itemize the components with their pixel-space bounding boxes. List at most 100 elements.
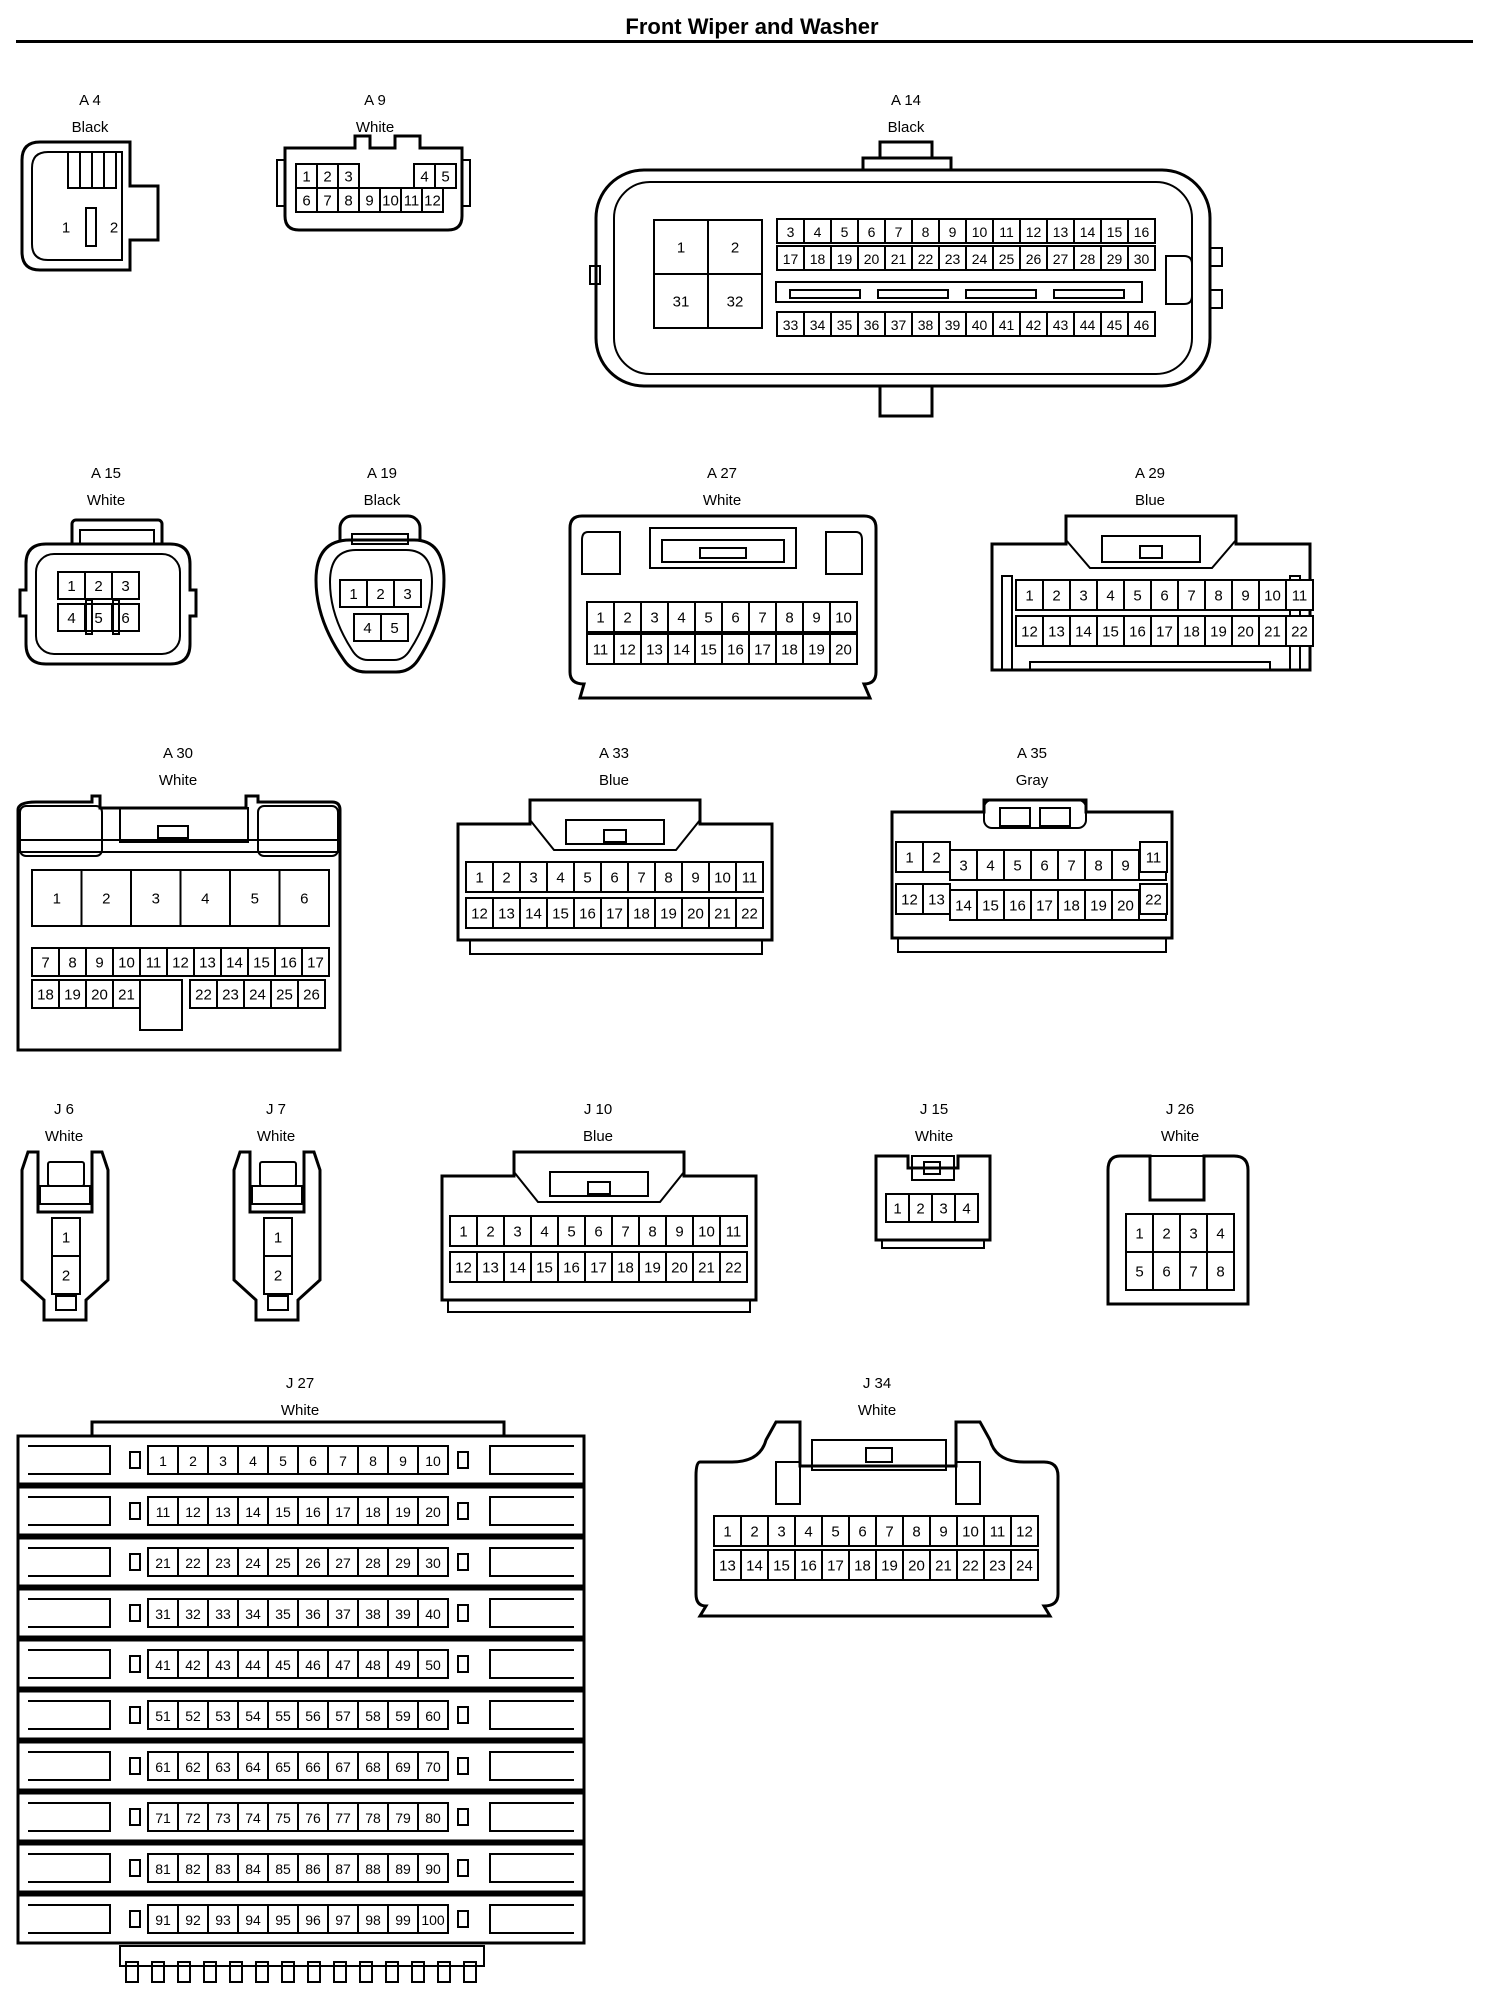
pin-cell: 10	[708, 861, 737, 893]
pin-label: 90	[425, 1861, 441, 1877]
pin-cell: 24	[965, 245, 994, 271]
pin-label: 6	[610, 870, 618, 887]
pin-label: 6	[868, 224, 876, 240]
pin-cell: 13	[1046, 218, 1075, 244]
pin-label: 10	[698, 1224, 715, 1241]
pin-cell: 6	[278, 869, 330, 927]
pin-label: 32	[727, 294, 744, 311]
pin-label: 21	[891, 251, 907, 267]
pin-label: 11	[146, 955, 162, 972]
pin-label: 34	[810, 317, 826, 333]
row-tab	[28, 1649, 111, 1679]
pin-label: 19	[808, 642, 825, 659]
pin-box	[417, 1445, 449, 1475]
pin-label: 9	[691, 870, 699, 887]
pin-box	[1127, 311, 1156, 337]
pin-label: 22	[195, 987, 212, 1004]
connector-id: J 34	[863, 1375, 891, 1392]
pin-label: 7	[758, 610, 766, 627]
pin-cell: 8	[1204, 579, 1233, 611]
pin-label: 11	[593, 642, 609, 659]
pin-cell: 85	[267, 1853, 299, 1883]
pin-cell: 11	[147, 1496, 179, 1526]
connector-id: J 6	[54, 1101, 74, 1118]
pin-box	[387, 1445, 419, 1475]
pin-label: 14	[509, 1260, 526, 1277]
pin-cell: 12	[421, 187, 444, 213]
pin-cell: 21	[884, 245, 913, 271]
pin-cell: 10	[956, 1515, 985, 1547]
pin-cell: 12	[1010, 1515, 1039, 1547]
pin-cell: 100	[417, 1904, 449, 1934]
pin-label: 26	[1026, 251, 1042, 267]
pin-cell: 48	[357, 1649, 389, 1679]
pin-box	[721, 601, 750, 633]
pin-label: 15	[1107, 224, 1123, 240]
pin-box	[237, 1649, 269, 1679]
pin-cell: 11	[735, 861, 764, 893]
pin-cell: 3	[337, 163, 360, 189]
pin-cell: 15	[694, 633, 723, 665]
pin-cell: 41	[147, 1649, 179, 1679]
pin-label: 34	[245, 1606, 261, 1622]
latch	[661, 539, 785, 563]
pin-label: 8	[922, 224, 930, 240]
pin-cell: 51	[147, 1700, 179, 1730]
pin-label: 14	[1075, 624, 1092, 641]
pin-label: 17	[754, 642, 771, 659]
pin-cell: 22	[956, 1549, 985, 1581]
pin-label: 16	[305, 1504, 321, 1520]
pin-cell: 67	[327, 1751, 359, 1781]
pin-label: 2	[731, 240, 739, 257]
pin-label: 12	[471, 906, 488, 923]
pin-label: 23	[222, 987, 239, 1004]
pin-box	[177, 1649, 209, 1679]
pin-cell: 72	[177, 1802, 209, 1832]
pin-cell: 9	[681, 861, 710, 893]
pin-cell: 10	[1258, 579, 1287, 611]
key	[85, 207, 97, 247]
latch-tab	[1039, 807, 1071, 827]
connector-color: White	[281, 1402, 319, 1419]
pin-label: 8	[785, 610, 793, 627]
pin-label: 15	[253, 955, 270, 972]
pin-label: 20	[1117, 898, 1134, 915]
pin-label: 30	[1134, 251, 1150, 267]
pin-cell: 6	[295, 187, 318, 213]
pin-cell: 12	[465, 897, 494, 929]
pin-label: 5	[94, 610, 102, 627]
pin-box	[1100, 311, 1129, 337]
pin-box	[147, 1853, 179, 1883]
pin-cell: 9	[387, 1445, 419, 1475]
pin-label: 23	[945, 251, 961, 267]
pin-label: 66	[305, 1759, 321, 1775]
comb-tooth	[333, 1961, 347, 1983]
pin-cell: 78	[357, 1802, 389, 1832]
pin-label: 1	[159, 1453, 167, 1469]
pin-cell: 17	[1030, 889, 1059, 921]
pin-box	[692, 1215, 721, 1247]
pin-cell: 2	[740, 1515, 769, 1547]
connector-id: A 4	[79, 92, 101, 109]
pin-box	[80, 869, 132, 927]
pin-cell: 71	[147, 1802, 179, 1832]
pin-box	[51, 1255, 81, 1295]
latch-frame	[649, 527, 797, 569]
pin-cell: 46	[1127, 311, 1156, 337]
pin-cell: 13	[193, 947, 222, 977]
pin-label: 1	[274, 1230, 282, 1247]
base-strip	[897, 937, 1167, 953]
row-tab	[489, 1598, 574, 1628]
row-latch	[129, 1451, 141, 1469]
pin-cell: 79	[387, 1802, 419, 1832]
pin-box	[1139, 883, 1168, 915]
pin-label: 57	[335, 1708, 351, 1724]
pin-label: 85	[275, 1861, 291, 1877]
pin-cell: 4	[353, 613, 382, 642]
pin-label: 11	[726, 1224, 742, 1241]
pin-label: 4	[249, 1453, 257, 1469]
latch-tab	[865, 1447, 893, 1463]
pin-box	[449, 1215, 478, 1247]
